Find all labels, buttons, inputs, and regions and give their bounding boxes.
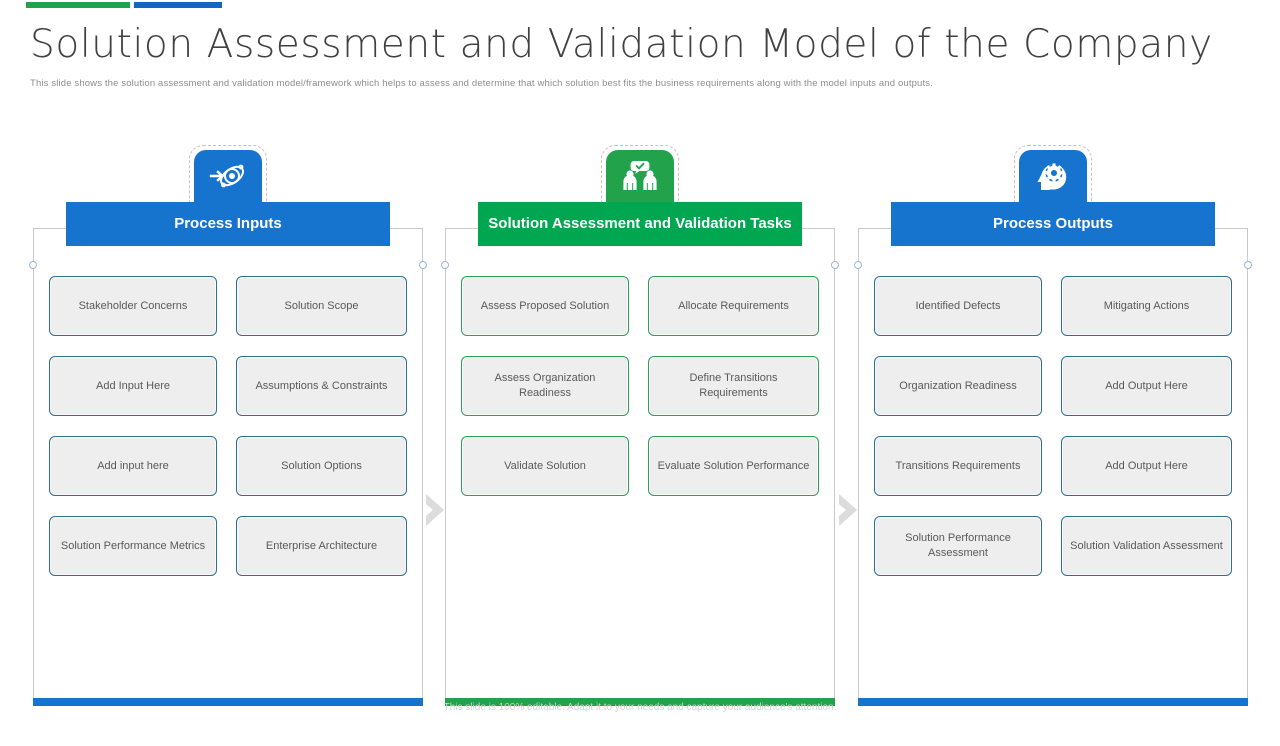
column-header-process-inputs[interactable]: Process Inputs bbox=[66, 202, 390, 246]
accent-bar-blue bbox=[134, 2, 222, 8]
connector-dot-left bbox=[441, 261, 449, 269]
column-header-process-outputs[interactable]: Process Outputs bbox=[891, 202, 1215, 246]
footer-note: This slide is 100% editable. Adapt it to… bbox=[443, 702, 837, 713]
target-arrow-icon bbox=[189, 145, 267, 202]
chevron-right-icon bbox=[420, 490, 450, 530]
chevron-right-icon bbox=[833, 490, 863, 530]
card-item[interactable]: Define Transitions Requirements bbox=[648, 356, 819, 416]
column-bottom-bar bbox=[445, 698, 835, 706]
accent-bar-green bbox=[26, 2, 130, 8]
card-item[interactable]: Solution Validation Assessment bbox=[1061, 516, 1232, 576]
page-title: Solution Assessment and Validation Model… bbox=[30, 22, 1213, 67]
page-subtitle: This slide shows the solution assessment… bbox=[30, 78, 933, 89]
column-solution-assessment-validation-tasks: Solution Assessment and Validation Tasks… bbox=[441, 145, 839, 746]
card-item[interactable]: Add input here bbox=[49, 436, 217, 496]
column-bottom-bar bbox=[858, 698, 1248, 706]
card-item[interactable]: Stakeholder Concerns bbox=[49, 276, 217, 336]
card-item[interactable]: Add Output Here bbox=[1061, 436, 1232, 496]
card-item[interactable]: Solution Performance Metrics bbox=[49, 516, 217, 576]
card-item[interactable]: Organization Readiness bbox=[874, 356, 1042, 416]
people-discussion-check-icon bbox=[601, 145, 679, 202]
card-item[interactable]: Identified Defects bbox=[874, 276, 1042, 336]
column-bottom-bar bbox=[33, 698, 423, 706]
diagram-canvas: Process Inputs Stakeholder Concerns Solu… bbox=[0, 140, 1280, 706]
connector-dot-right bbox=[1244, 261, 1252, 269]
card-item[interactable]: Validate Solution bbox=[461, 436, 629, 496]
head-gear-icon bbox=[1014, 145, 1092, 202]
card-item[interactable]: Assumptions & Constraints bbox=[236, 356, 407, 416]
card-item[interactable]: Assess Organization Readiness bbox=[461, 356, 629, 416]
connector-dot-left bbox=[854, 261, 862, 269]
card-item[interactable]: Assess Proposed Solution bbox=[461, 276, 629, 336]
card-grid: Identified Defects Mitigating Actions Or… bbox=[874, 276, 1232, 576]
card-grid: Assess Proposed Solution Allocate Requir… bbox=[461, 276, 819, 496]
card-grid: Stakeholder Concerns Solution Scope Add … bbox=[49, 276, 407, 576]
card-item[interactable]: Solution Options bbox=[236, 436, 407, 496]
column-process-outputs: Process Outputs Identified Defects Mitig… bbox=[854, 145, 1252, 746]
card-item[interactable]: Allocate Requirements bbox=[648, 276, 819, 336]
connector-dot-right bbox=[419, 261, 427, 269]
column-process-inputs: Process Inputs Stakeholder Concerns Solu… bbox=[29, 145, 427, 746]
card-item[interactable]: Evaluate Solution Performance bbox=[648, 436, 819, 496]
connector-dot-right bbox=[831, 261, 839, 269]
card-item[interactable]: Mitigating Actions bbox=[1061, 276, 1232, 336]
card-item[interactable]: Solution Performance Assessment bbox=[874, 516, 1042, 576]
column-title: Solution Assessment and Validation Tasks bbox=[488, 214, 792, 232]
card-item[interactable]: Solution Scope bbox=[236, 276, 407, 336]
column-title: Process Outputs bbox=[992, 214, 1114, 232]
card-item[interactable]: Add Output Here bbox=[1061, 356, 1232, 416]
column-title: Process Inputs bbox=[174, 214, 282, 232]
column-header-solution-assessment-validation-tasks[interactable]: Solution Assessment and Validation Tasks bbox=[478, 202, 802, 246]
card-item[interactable]: Add Input Here bbox=[49, 356, 217, 416]
top-accent-bars bbox=[26, 2, 222, 8]
card-item[interactable]: Transitions Requirements bbox=[874, 436, 1042, 496]
connector-dot-left bbox=[29, 261, 37, 269]
card-item[interactable]: Enterprise Architecture bbox=[236, 516, 407, 576]
